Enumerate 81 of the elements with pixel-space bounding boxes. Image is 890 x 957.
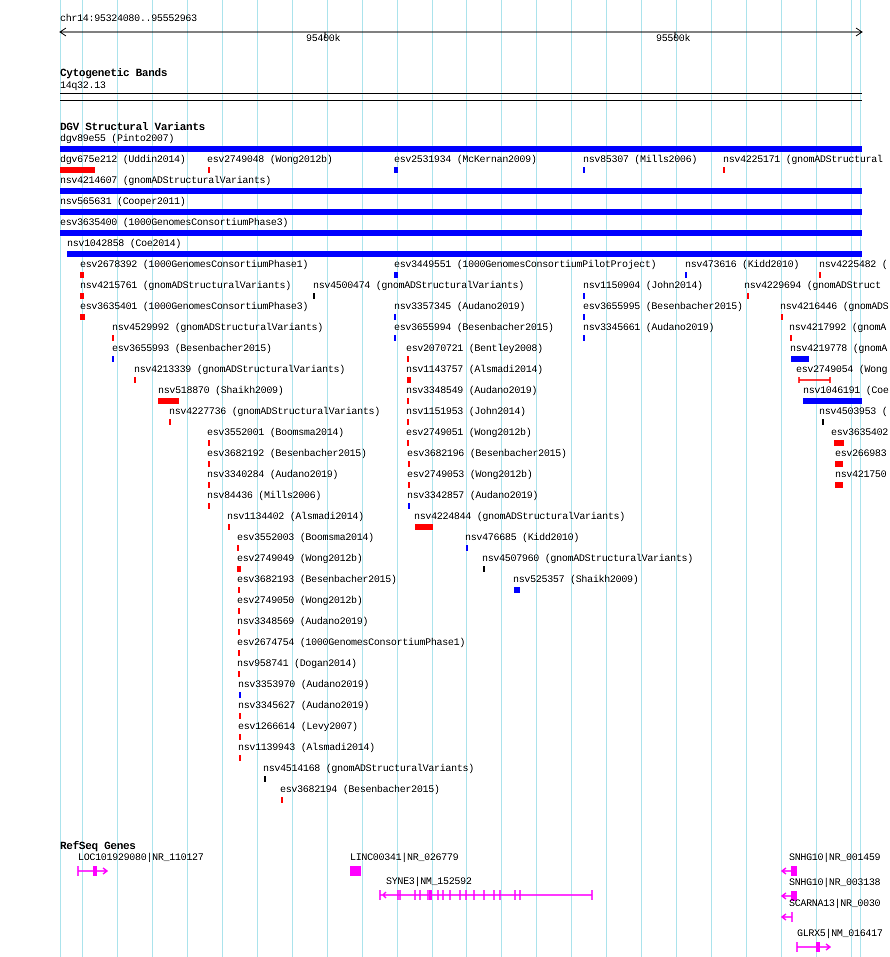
variant-label: esv3449551 (1000GenomesConsortiumPilotProject): [394, 260, 656, 272]
variant-label: nsv1143757 (Alsmadi2014): [406, 365, 543, 377]
variant-label: esv2749049 (Wong2012b): [237, 554, 362, 566]
gene-label: SNHG10|NR_003138: [789, 878, 880, 890]
variant-label: nsv4214607 (gnomADStructuralVariants): [60, 176, 271, 188]
variant-label: esv3635400 (1000GenomesConsortiumPhase3): [60, 218, 288, 230]
variant-label: nsv3340284 (Audano2019): [207, 470, 338, 482]
variant-label: esv2674754 (1000GenomesConsortiumPhase1): [237, 638, 466, 650]
variant-label: esv1266614 (Levy2007): [238, 722, 358, 734]
gene-label: SNHG10|NR_001459: [789, 853, 880, 865]
variant-label: esv3635402: [831, 428, 888, 440]
variant-label: esv3552001 (Boomsma2014): [207, 428, 344, 440]
gene-label: LINC00341|NR_026779: [350, 853, 458, 865]
variant-label: nsv421750: [835, 470, 886, 482]
variant-label: esv2749051 (Wong2012b): [406, 428, 532, 440]
variant-label: nsv1046191 (Coe: [803, 386, 889, 398]
variant-label: nsv4213339 (gnomADStructuralVariants): [134, 365, 345, 377]
variant-label: nsv4217992 (gnomA: [789, 323, 886, 335]
variant-label: nsv4514168 (gnomADStructuralVariants): [263, 764, 474, 776]
gene-label: GLRX5|NM_016417: [797, 929, 883, 941]
variant-label: nsv4225171 (gnomADStructural: [723, 155, 883, 167]
variant-label: nsv3345661 (Audano2019): [583, 323, 714, 335]
variant-label: esv2070721 (Bentley2008): [406, 344, 543, 356]
variant-label: nsv85307 (Mills2006): [583, 155, 698, 167]
variant-label: esv266983: [835, 449, 886, 461]
variant-label: nsv958741 (Dogan2014): [237, 659, 357, 671]
variant-label: esv3635401 (1000GenomesConsortiumPhase3): [80, 302, 308, 314]
variant-label: esv3682193 (Besenbacher2015): [237, 575, 397, 587]
variant-label: nsv1150904 (John2014): [583, 281, 703, 293]
variant-label: nsv1042858 (Coe2014): [67, 239, 182, 251]
variant-label: nsv473616 (Kidd2010): [685, 260, 800, 272]
variant-label: nsv565631 (Cooper2011): [60, 197, 186, 209]
variant-label: esv3655995 (Besenbacher2015): [583, 302, 743, 314]
variant-label: esv3655994 (Besenbacher2015): [394, 323, 554, 335]
variant-label: nsv4215761 (gnomADStructuralVariants): [80, 281, 291, 293]
variant-label: esv3655993 (Besenbacher2015): [112, 344, 272, 356]
variant-label: nsv3345627 (Audano2019): [238, 701, 370, 713]
variant-label: esv2749050 (Wong2012b): [237, 596, 362, 608]
variant-label: esv3682194 (Besenbacher2015): [280, 785, 440, 797]
variant-label: nsv4503953 (: [819, 407, 888, 419]
gene-label: SCARNA13|NR_0030: [789, 899, 880, 911]
variant-label: dgv675e212 (Uddin2014): [60, 155, 186, 167]
gene-label: SYNE3|NM_152592: [386, 877, 472, 889]
variant-label: nsv1151953 (John2014): [406, 407, 526, 419]
variant-label: esv2749053 (Wong2012b): [407, 470, 532, 482]
variant-label: esv2749054 (Wong: [796, 365, 888, 377]
variant-label: esv3552003 (Boomsma2014): [237, 533, 374, 545]
variant-label: nsv4216446 (gnomADS: [780, 302, 888, 314]
variant-label: nsv525357 (Shaikh2009): [513, 575, 638, 587]
variant-label: nsv4225482 (: [819, 260, 888, 272]
variant-label: esv3682192 (Besenbacher2015): [207, 449, 367, 461]
coordinate-label: chr14:95324080..95552963: [60, 14, 197, 26]
variant-label: nsv4224844 (gnomADStructuralVariants): [414, 512, 625, 524]
variant-label: dgv89e55 (Pinto2007): [60, 134, 174, 146]
variant-label: nsv4507960 (gnomADStructuralVariants): [482, 554, 693, 566]
variant-label: nsv4529992 (gnomADStructuralVariants): [112, 323, 323, 335]
track-title: DGV Structural Variants: [60, 122, 205, 134]
variant-label: nsv476685 (Kidd2010): [465, 533, 580, 545]
variant-label: nsv4219778 (gnomA: [790, 344, 887, 356]
variant-label: nsv3342857 (Audano2019): [407, 491, 538, 503]
variant-label: nsv3357345 (Audano2019): [394, 302, 526, 314]
variant-label: nsv84436 (Mills2006): [207, 491, 322, 503]
variant-label: esv2531934 (McKernan2009): [394, 155, 537, 167]
variant-label: nsv1139943 (Alsmadi2014): [238, 743, 375, 755]
variant-label: esv3682196 (Besenbacher2015): [407, 449, 567, 461]
variant-label: nsv4500474 (gnomADStructuralVariants): [313, 281, 524, 293]
variant-label: nsv518870 (Shaikh2009): [158, 386, 284, 398]
tick-label: 95400k: [306, 34, 340, 46]
variant-label: esv2678392 (1000GenomesConsortiumPhase1): [80, 260, 308, 272]
variant-label: nsv3348549 (Audano2019): [406, 386, 538, 398]
variant-label: nsv4229694 (gnomADStruct: [744, 281, 881, 293]
band-label: 14q32.13: [60, 81, 106, 93]
variant-label: nsv1134402 (Alsmadi2014): [227, 512, 364, 524]
track-title: Cytogenetic Bands: [60, 68, 168, 80]
variant-label: nsv3348569 (Audano2019): [237, 617, 368, 629]
variant-label: nsv3353970 (Audano2019): [238, 680, 370, 692]
variant-label: esv2749048 (Wong2012b): [207, 155, 332, 167]
gene-label: LOC101929080|NR_110127: [78, 853, 204, 865]
tick-label: 95500k: [656, 34, 690, 46]
track-title: RefSeq Genes: [60, 841, 136, 853]
variant-label: nsv4227736 (gnomADStructuralVariants): [169, 407, 380, 419]
